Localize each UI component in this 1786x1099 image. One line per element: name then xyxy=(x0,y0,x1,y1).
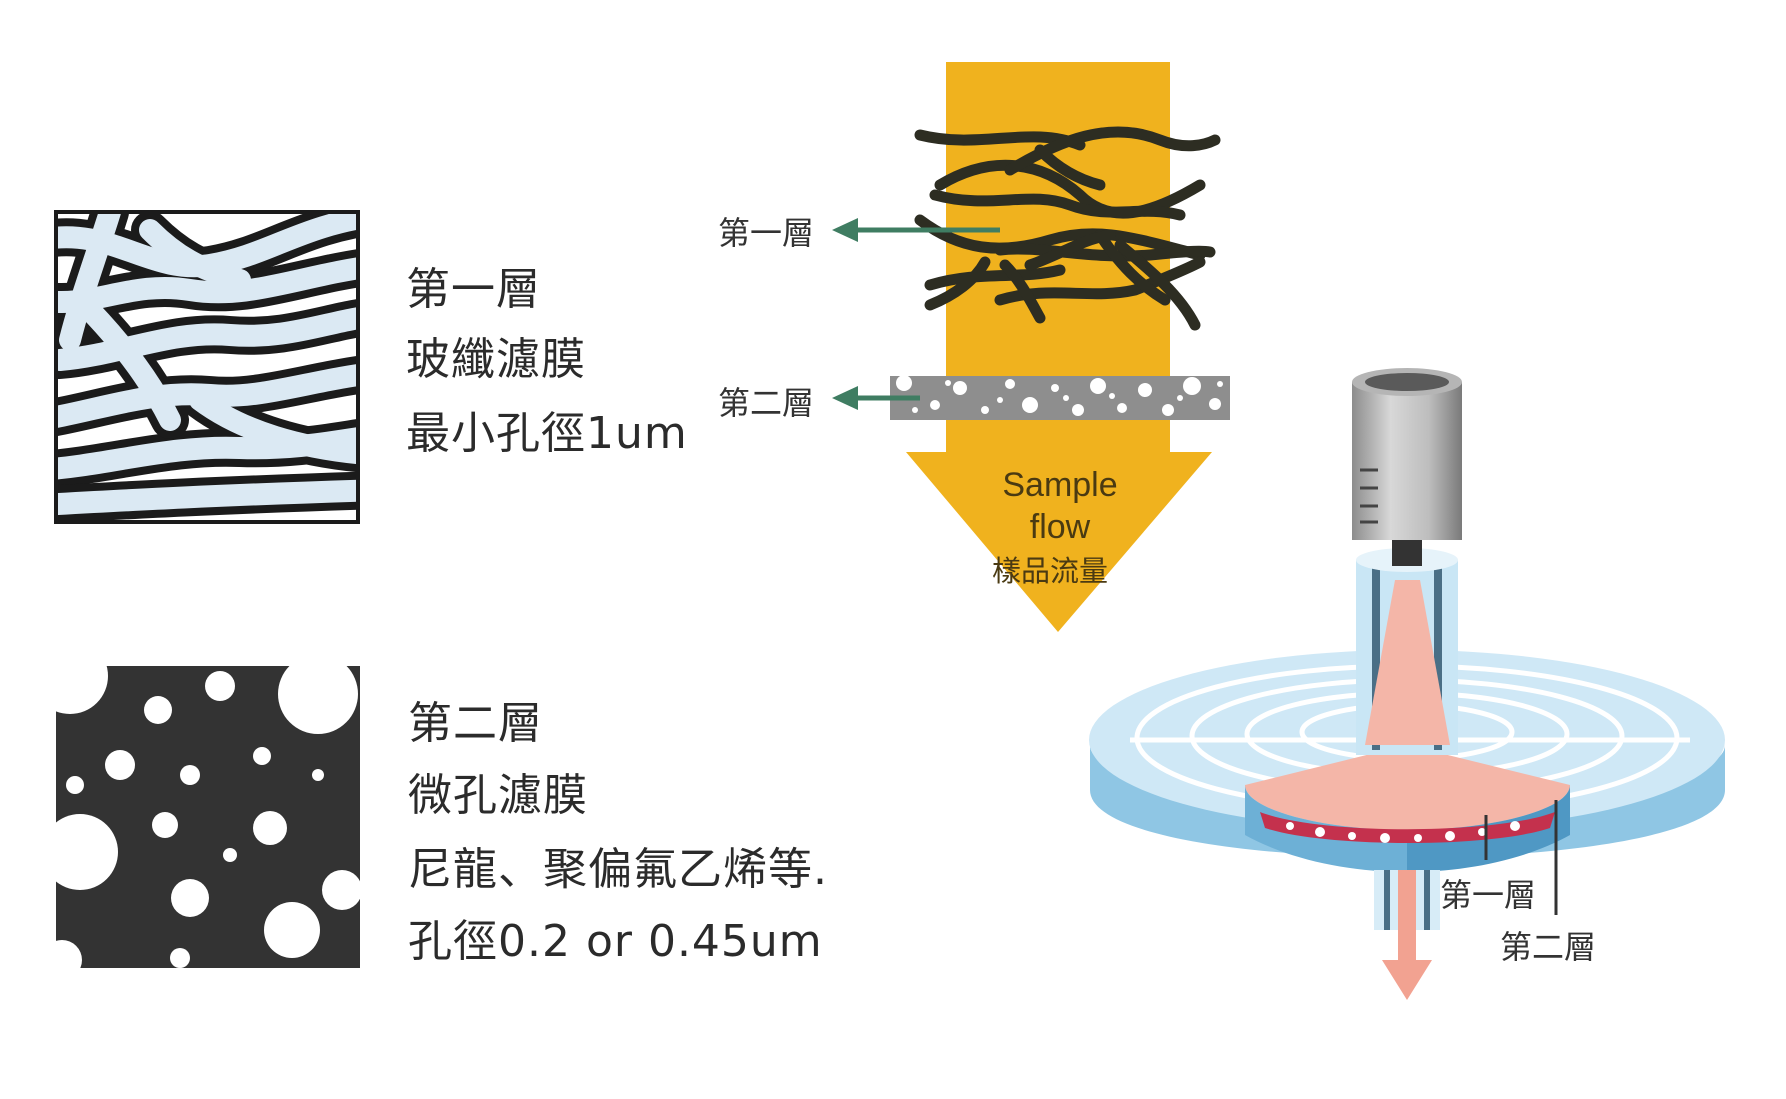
layer1-pore-size: 最小孔徑1um xyxy=(406,408,688,459)
syringe-filter-illustration xyxy=(1089,368,1725,1000)
sample-flow-label-zh: 樣品流量 xyxy=(992,554,1109,588)
layer1-material: 玻纖濾膜 xyxy=(406,334,586,385)
flow-layer2-label: 第二層 xyxy=(718,384,815,422)
sample-flow-label-line1: Sample xyxy=(1002,466,1118,504)
glass-fiber-filter-icon xyxy=(54,210,360,524)
filter-layer1-label: 第一層 xyxy=(1440,876,1537,914)
microporous-membrane-icon xyxy=(56,666,360,968)
layer2-pointer-arrow xyxy=(832,386,920,410)
first-layer-fibers xyxy=(914,126,1221,331)
second-layer-membrane-bar xyxy=(890,375,1230,420)
layer2-material: 微孔濾膜 xyxy=(408,770,588,821)
layer1-title: 第一層 xyxy=(406,264,541,315)
layer2-title: 第二層 xyxy=(408,698,543,749)
flow-layer1-label: 第一層 xyxy=(718,214,815,252)
layer2-pore-size: 孔徑0.2 or 0.45um xyxy=(408,916,823,967)
layer1-pointer-arrow xyxy=(832,218,1000,242)
filter-layer2-label: 第二層 xyxy=(1500,928,1597,966)
layer2-examples: 尼龍、聚偏氟乙烯等. xyxy=(408,844,828,895)
sample-flow-label-line2: flow xyxy=(1029,508,1091,546)
